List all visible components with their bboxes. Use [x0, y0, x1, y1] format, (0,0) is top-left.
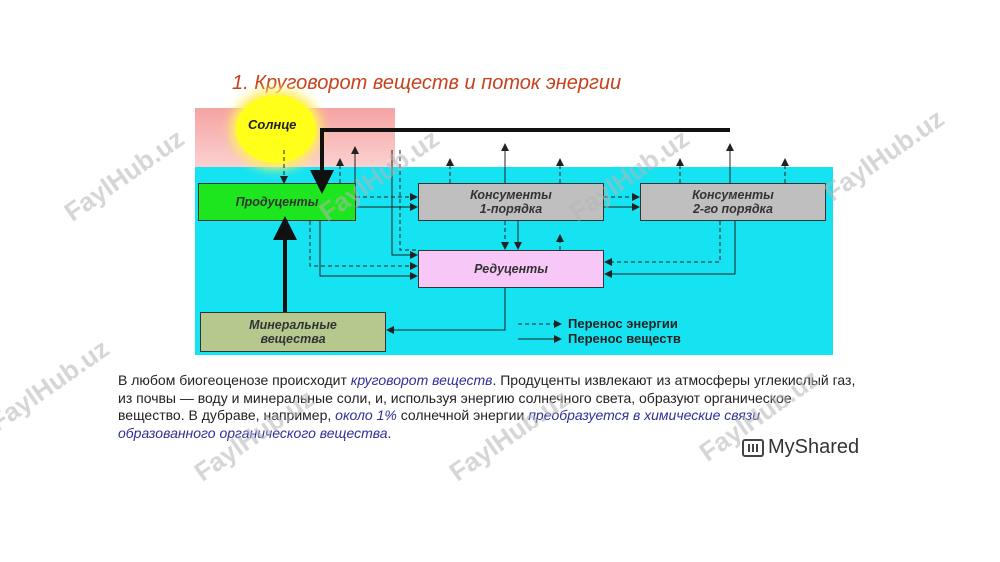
myshared-logo: MyShared: [742, 436, 859, 459]
legend-matter-label: Перенос веществ: [568, 331, 681, 346]
minerals-label-line1: Минеральные: [249, 318, 337, 332]
consumers-1-label-line1: Консументы: [470, 188, 552, 202]
slide-title: 1. Круговорот веществ и поток энергии: [232, 72, 622, 94]
description-paragraph: В любом биогеоценозе происходит круговор…: [118, 372, 858, 442]
sun-label: Солнце: [248, 117, 297, 132]
consumers-2-label-line2: 2-го порядка: [692, 202, 773, 216]
reducers-box: Редуценты: [418, 250, 604, 288]
text-part4: .: [387, 424, 392, 441]
sun-icon: [236, 95, 316, 163]
consumers-1-label-line2: 1-порядка: [479, 202, 543, 216]
consumers-2-box: Консументы 2-го порядка: [640, 183, 826, 221]
text-part1: В любом биогеоценозе происходит: [118, 372, 351, 388]
watermark: FaylHub.uz: [818, 103, 950, 208]
legend-energy-label: Перенос энергии: [568, 316, 678, 331]
minerals-label-line2: вещества: [260, 332, 326, 346]
reducers-label: Редуценты: [474, 262, 548, 276]
producers-label: Продуценты: [235, 195, 319, 209]
text-highlight3: преобразуется в химические связи образов…: [118, 407, 761, 441]
watermark: FaylHub.uz: [0, 333, 115, 438]
text-part2: . Продуценты извлекают из атмосферы угле…: [118, 372, 856, 423]
presentation-icon: [742, 438, 764, 457]
brand-label: MyShared: [768, 436, 860, 458]
consumers-1-box: Консументы 1-порядка: [418, 183, 604, 221]
text-part3: солнечной энергии: [396, 407, 529, 423]
minerals-box: Минеральные вещества: [200, 312, 386, 352]
text-highlight1: круговорот веществ: [350, 372, 493, 388]
text-highlight2: около 1%: [335, 407, 397, 423]
watermark: FaylHub.uz: [58, 123, 190, 228]
consumers-2-label-line1: Консументы: [692, 188, 774, 202]
